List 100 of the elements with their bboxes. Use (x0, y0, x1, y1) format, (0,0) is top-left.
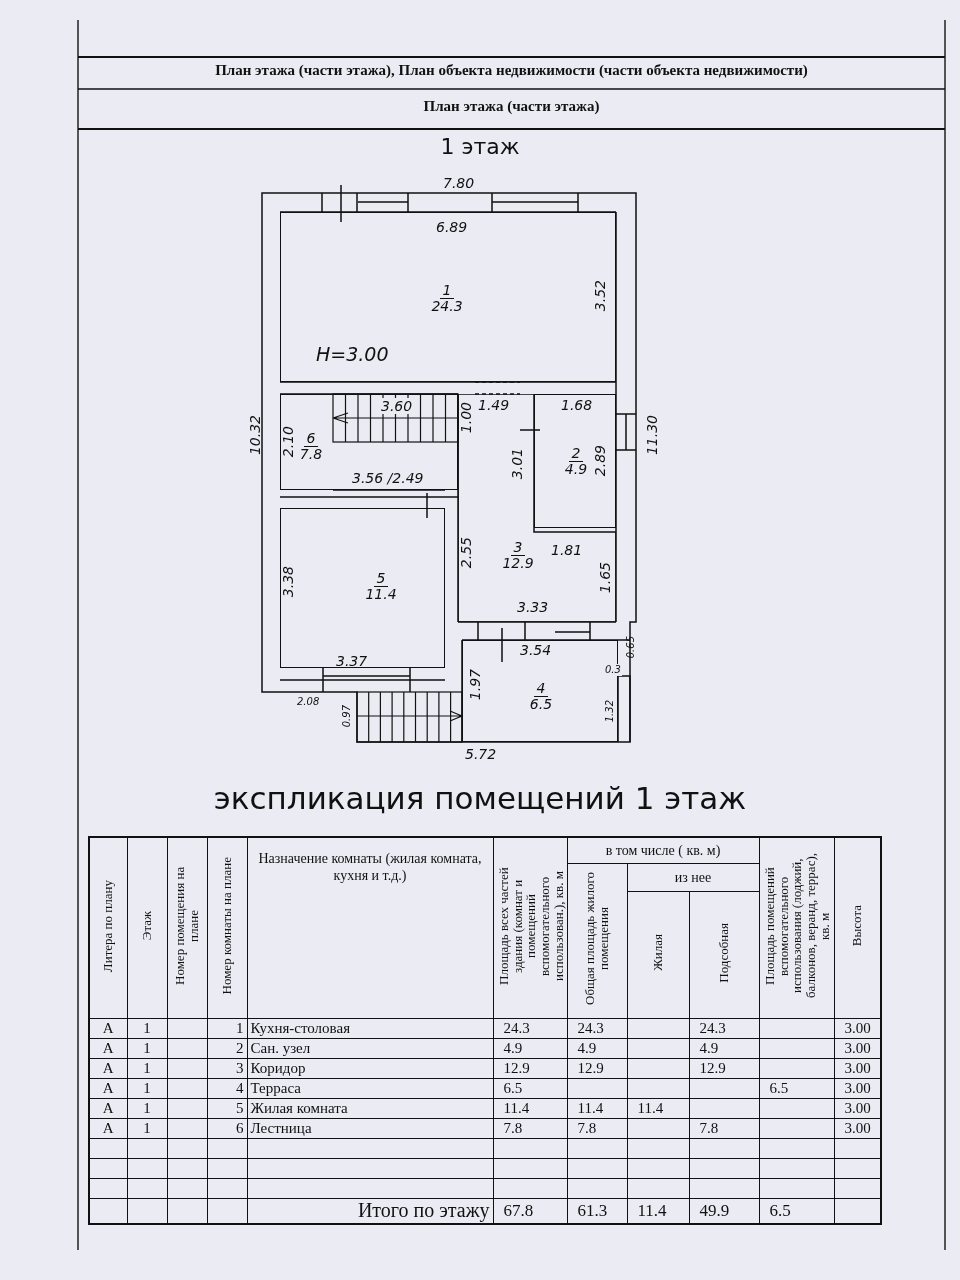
table-value: 1 (143, 1079, 151, 1096)
table-value: 3 (236, 1059, 244, 1076)
column-header: из нее (674, 869, 712, 885)
table-value: 5 (236, 1099, 244, 1116)
table-value: 12.9 (503, 1059, 530, 1076)
column-header: Жилая (651, 934, 665, 972)
dimension-label: H=3.00 (316, 345, 389, 364)
column-header: Номер комнаты на плане (220, 857, 234, 995)
header-title: План этажа (части этажа), План объекта недвижимости (части объекта недвижимости) (214, 62, 809, 79)
dimension-label: 3.01 (510, 448, 524, 480)
table-value: 11.4 (503, 1099, 530, 1116)
dimension-label: 10.32 (248, 415, 262, 456)
table-value: 1 (143, 1039, 151, 1056)
table-value: 61.3 (577, 1200, 608, 1220)
dimension-label: 3.56 /2.49 (351, 470, 425, 486)
column-header: Назначение комнаты (жилая комната, кухня и т.д.) (258, 851, 482, 883)
table-value: 3.00 (844, 1079, 871, 1096)
column-header: Литера по плану (101, 879, 116, 972)
table-value: 12.9 (699, 1059, 726, 1076)
room-number: 4 (533, 681, 549, 698)
dimension-label: 1.68 (561, 398, 593, 412)
header-subtitle: План этажа (части этажа) (422, 98, 601, 115)
room-name: Коридор (250, 1059, 306, 1076)
dimension-label: 1.00 (459, 402, 473, 434)
dimension-label: 6.89 (436, 220, 468, 234)
dimension-label: 11.30 (645, 415, 659, 456)
room-name: Жилая комната (250, 1099, 348, 1116)
dimension-label: 3.38 (281, 566, 295, 598)
floor-heading: 1 этаж (439, 134, 521, 159)
room-name: Сан. узел (250, 1039, 311, 1056)
table-value: А (102, 1119, 114, 1136)
table-value: 1 (143, 1099, 151, 1116)
dimension-label: 3.52 (593, 280, 607, 312)
table-value: 1 (236, 1019, 244, 1036)
dimension-label: 3.54 (520, 643, 552, 657)
room-outline (280, 508, 445, 668)
room-area: 12.9 (493, 556, 543, 572)
column-header: Номер помещения на плане (173, 865, 201, 987)
room-area: 24.3 (422, 299, 472, 315)
dimension-label: 2.89 (593, 445, 607, 477)
dimension-label: 3.37 (336, 654, 368, 668)
table-value: 3.00 (844, 1059, 871, 1076)
table-value: 2 (236, 1039, 244, 1056)
table-value: 11.4 (637, 1099, 664, 1116)
dimension-label: 0.97 (342, 705, 352, 728)
table-value: А (102, 1099, 114, 1116)
table-value: 24.3 (503, 1019, 530, 1036)
table-value: 11.4 (577, 1099, 604, 1116)
dimension-label: 3.60 (380, 398, 414, 414)
table-value: 7.8 (503, 1119, 523, 1136)
dimension-label: 1.97 (468, 669, 482, 701)
room-number: 2 (568, 446, 584, 463)
dimension-label: 1.32 (605, 700, 615, 723)
table-value: 4.9 (577, 1039, 597, 1056)
table-value: А (102, 1059, 114, 1076)
dimension-label: 2.10 (281, 426, 295, 458)
table-value: 4.9 (503, 1039, 523, 1056)
table-value: 3.00 (844, 1119, 871, 1136)
room-number: 5 (373, 571, 389, 588)
total-label: Итого по этажу (357, 1199, 490, 1222)
table-value: 6.5 (769, 1079, 789, 1096)
room-number: 6 (303, 431, 319, 448)
room-outline (458, 394, 616, 622)
table-value: А (102, 1039, 114, 1056)
table-value: 6 (236, 1119, 244, 1136)
table-value: 1 (143, 1119, 151, 1136)
table-value: 49.9 (699, 1200, 730, 1220)
dimension-label: 1.81 (551, 543, 583, 557)
table-value: 12.9 (577, 1059, 604, 1076)
table-value: 4.9 (699, 1039, 719, 1056)
room-number: 3 (510, 540, 526, 557)
table-value: А (102, 1079, 114, 1096)
room-name: Терраса (250, 1079, 301, 1096)
table-value: А (102, 1019, 114, 1036)
room-area: 6.5 (516, 697, 566, 713)
dimension-label: 2.55 (459, 537, 473, 569)
dimension-label: 1.49 (478, 398, 510, 412)
table-heading: экспликация помещений 1 этаж (212, 780, 748, 816)
room-name: Кухня-столовая (250, 1019, 351, 1036)
room-number: 1 (439, 283, 455, 300)
dimension-label: 3.33 (517, 600, 549, 614)
room-area: 11.4 (356, 587, 406, 603)
column-header: Площадь помещений вспомогательного использования (лоджий, балконов, веранд, террас), кв. м (762, 852, 831, 1001)
column-header: Высота (850, 905, 865, 947)
room-outline (534, 394, 616, 528)
column-header: Площадь всех частей здания (комнат и помещений вспомогательного использован.), кв. м (496, 865, 565, 987)
room-outline (280, 212, 616, 382)
column-header: Подсобная (717, 922, 731, 983)
table-value: 24.3 (577, 1019, 604, 1036)
table-value: 7.8 (699, 1119, 719, 1136)
table-value: 6.5 (503, 1079, 523, 1096)
table-value: 67.8 (503, 1200, 534, 1220)
room-outline (280, 394, 458, 490)
table-value: 6.5 (769, 1200, 791, 1220)
table-value: 4 (236, 1079, 244, 1096)
dimension-label: 7.80 (443, 176, 475, 190)
column-header: в том числе ( кв. м) (605, 842, 721, 858)
column-header: Общая площадь жилого помещения (583, 871, 611, 1007)
table-value: 1 (143, 1019, 151, 1036)
table-value: 7.8 (577, 1119, 597, 1136)
